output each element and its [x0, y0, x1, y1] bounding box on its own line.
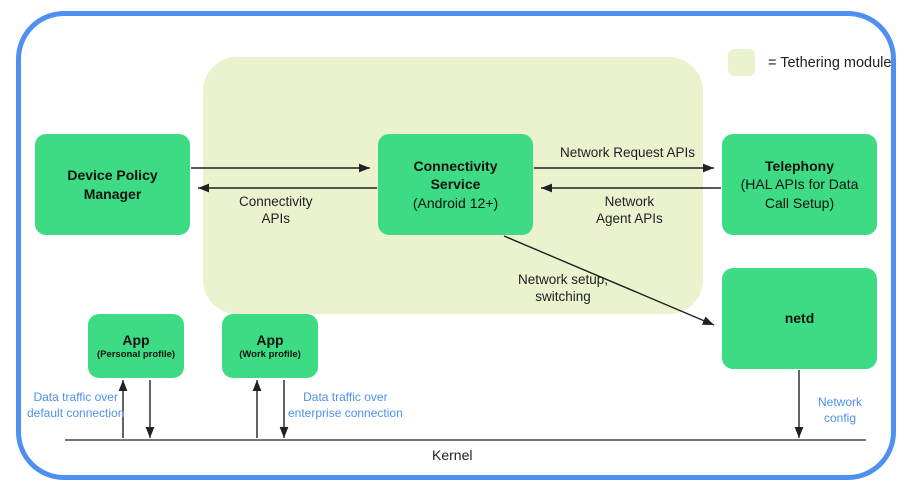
dpm-title-line1: Device Policy [67, 167, 158, 184]
cs-title-line2: Service [430, 176, 481, 193]
box-device-policy-manager: Device Policy Manager [35, 134, 190, 235]
label-network-config-line2: config [823, 410, 857, 425]
label-connectivity-apis-line2: APIs [261, 210, 291, 226]
legend: = Tethering module [728, 49, 891, 76]
box-app-work-profile: App (Work profile) [222, 314, 318, 378]
cs-subtitle: (Android 12+) [412, 194, 499, 211]
outer-device-frame [16, 11, 896, 480]
label-data-traffic-enterprise-line2: enterprise connection [288, 405, 403, 420]
label-connectivity-apis: Connectivity APIs [239, 194, 313, 228]
label-data-traffic-enterprise-line1: Data traffic over [303, 390, 388, 404]
box-connectivity-service: Connectivity Service (Android 12+) [378, 134, 533, 235]
legend-label: = Tethering module [768, 54, 892, 71]
label-network-config-line1: Network [818, 395, 863, 409]
label-data-traffic-default-line2: default connection [27, 405, 125, 420]
label-network-setup-line1: Network setup, [518, 272, 609, 287]
telephony-title: Telephony [765, 158, 834, 175]
box-telephony: Telephony (HAL APIs for Data Call Setup) [722, 134, 877, 235]
tethering-module-swatch-icon [728, 49, 755, 76]
label-data-traffic-enterprise: Data traffic over enterprise connection [288, 390, 403, 421]
label-network-setup-switching: Network setup, switching [518, 272, 608, 306]
app-personal-subtitle: (Personal profile) [96, 348, 176, 360]
box-app-personal-profile: App (Personal profile) [88, 314, 184, 378]
dpm-title-line2: Manager [83, 185, 142, 202]
telephony-subtitle-line2: Call Setup) [764, 194, 835, 211]
label-connectivity-apis-line1: Connectivity [239, 194, 313, 209]
label-network-agent-apis: Network Agent APIs [596, 194, 663, 228]
netd-title: netd [784, 310, 815, 327]
label-kernel: Kernel [432, 447, 473, 463]
label-network-agent-apis-line1: Network [604, 194, 655, 209]
app-personal-title: App [122, 331, 150, 348]
telephony-subtitle-line1: (HAL APIs for Data [740, 176, 859, 193]
label-network-setup-line2: switching [535, 288, 591, 304]
app-work-subtitle: (Work profile) [239, 348, 301, 360]
label-network-config: Network config [818, 395, 862, 426]
box-netd: netd [722, 268, 877, 369]
cs-title-line1: Connectivity [413, 158, 498, 175]
app-work-title: App [256, 331, 284, 348]
label-data-traffic-default-line1: Data traffic over [33, 390, 118, 404]
label-network-request-apis: Network Request APIs [560, 145, 696, 160]
label-network-agent-apis-line2: Agent APIs [596, 210, 663, 226]
label-data-traffic-default: Data traffic over default connection [27, 390, 124, 421]
